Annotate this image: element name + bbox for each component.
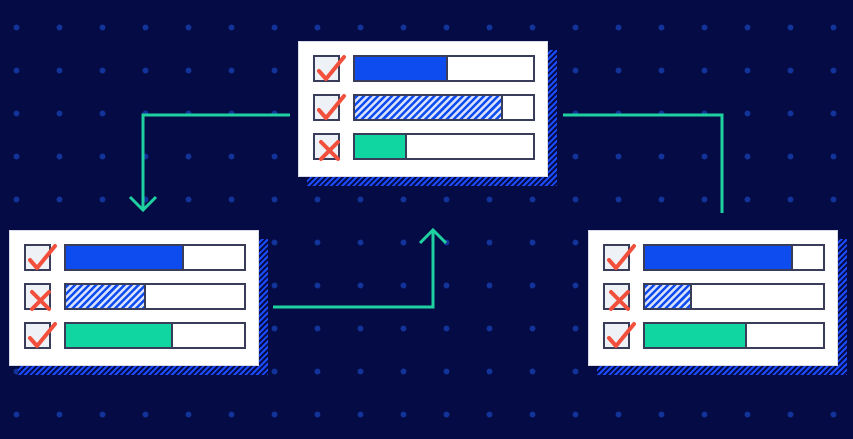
progress-fill — [355, 135, 407, 158]
card-face — [588, 230, 838, 366]
arrow-top-to-left — [141, 113, 290, 210]
progress-fill — [66, 324, 174, 347]
progress-bar — [64, 244, 246, 271]
checklist-row — [24, 322, 246, 350]
arrowhead-down-icon — [128, 195, 158, 213]
progress-bar — [353, 55, 535, 82]
progress-bar — [353, 94, 535, 121]
checklist-row — [603, 283, 825, 311]
progress-fill — [355, 96, 503, 119]
progress-fill — [645, 324, 747, 347]
arrowhead-up-icon — [418, 227, 448, 245]
progress-bar — [643, 244, 825, 271]
progress-fill — [66, 285, 147, 308]
check-icon — [313, 55, 346, 82]
cross-icon — [603, 283, 630, 311]
progress-bar — [643, 322, 825, 349]
connector-top-to-right — [563, 113, 724, 213]
checklist-row — [603, 322, 825, 350]
checklist-row — [313, 55, 535, 83]
progress-fill — [645, 285, 692, 308]
checklist-card-left — [9, 230, 268, 375]
checklist-row — [24, 283, 246, 311]
progress-fill — [645, 246, 793, 269]
checklist-row — [313, 94, 535, 122]
progress-fill — [66, 246, 184, 269]
checklist-card-top — [298, 41, 557, 186]
check-icon — [313, 94, 346, 121]
progress-bar — [64, 283, 246, 310]
cross-icon — [24, 283, 51, 311]
progress-fill — [355, 57, 448, 80]
checklist-row — [313, 133, 535, 161]
progress-bar — [64, 322, 246, 349]
arrow-left-to-top — [273, 230, 435, 309]
checklist-row — [24, 244, 246, 272]
progress-bar — [643, 283, 825, 310]
check-icon — [603, 244, 636, 271]
card-face — [298, 41, 548, 177]
checklist-row — [603, 244, 825, 272]
check-icon — [24, 322, 57, 349]
check-icon — [603, 322, 636, 349]
checklist-card-right — [588, 230, 847, 375]
card-face — [9, 230, 259, 366]
progress-bar — [353, 133, 535, 160]
check-icon — [24, 244, 57, 271]
cross-icon — [313, 133, 340, 161]
